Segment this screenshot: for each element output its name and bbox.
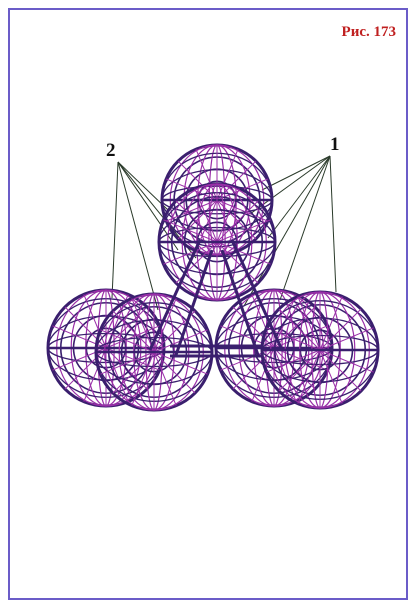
leader-line-1 [330, 156, 336, 292]
leader-line-2 [118, 162, 158, 310]
leader-line-1 [268, 156, 330, 238]
sphere-top-lower [159, 184, 275, 300]
leader-line-2 [118, 162, 168, 210]
sphere-group [48, 145, 378, 410]
sphere-right-outer [262, 292, 378, 408]
leader-line-2 [112, 162, 118, 298]
sphere-left-inner [96, 294, 212, 410]
